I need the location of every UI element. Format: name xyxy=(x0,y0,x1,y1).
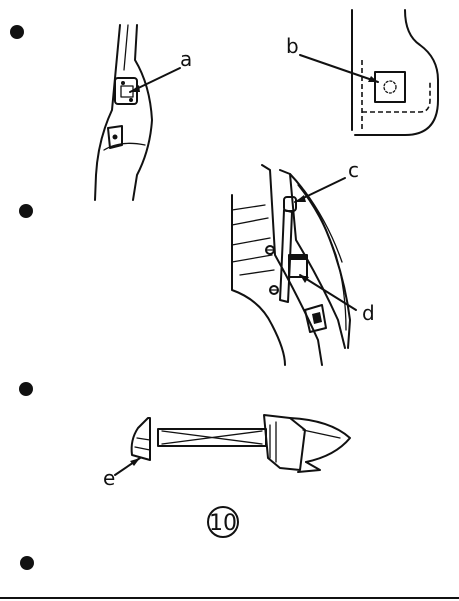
callout-d: d xyxy=(362,301,375,325)
figure-cd-door-pillar: c d xyxy=(231,158,375,366)
binder-hole-bottom xyxy=(20,556,34,570)
binder-hole-top xyxy=(10,25,24,39)
figure-b-door-corner: b xyxy=(286,9,439,136)
plate-number-badge: 10 xyxy=(207,506,239,538)
binder-hole-upper xyxy=(19,204,33,218)
callout-b: b xyxy=(286,34,299,58)
plate-number: 10 xyxy=(209,511,237,536)
binder-holes xyxy=(10,25,34,570)
plate-number-circle xyxy=(207,506,239,538)
binder-hole-lower xyxy=(19,382,33,396)
callout-a: a xyxy=(180,47,192,71)
figure-e-drive-tool: e xyxy=(103,414,351,490)
callout-e: e xyxy=(103,466,115,490)
figure-a-hinge-pillar: a xyxy=(94,24,192,201)
callout-c: c xyxy=(348,158,359,182)
